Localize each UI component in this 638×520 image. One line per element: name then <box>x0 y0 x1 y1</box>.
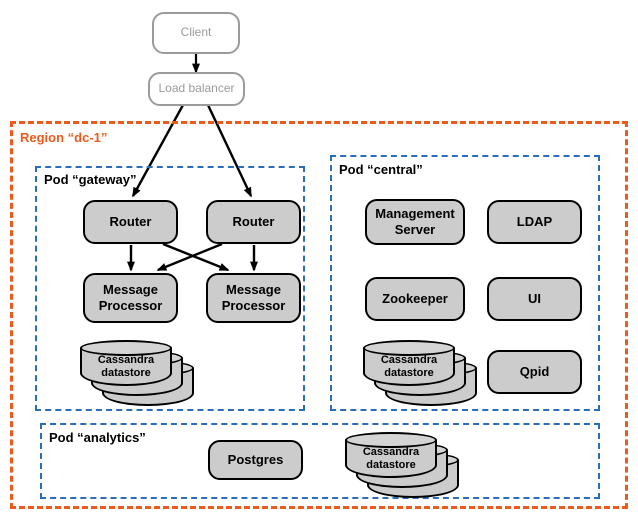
cassandra-central-label: Cassandra datastore <box>380 354 438 380</box>
node-zookeeper[interactable]: Zookeeper <box>365 277 465 321</box>
pod-analytics <box>40 423 600 499</box>
node-router-1[interactable]: Router <box>83 200 178 244</box>
cassandra-gateway-label: Cassandra datastore <box>97 354 155 380</box>
node-ldap[interactable]: LDAP <box>487 200 582 244</box>
node-qpid[interactable]: Qpid <box>487 350 582 394</box>
node-management-server-label: Management Server <box>375 205 455 237</box>
load-balancer-box[interactable]: Load balancer <box>148 72 245 106</box>
cassandra-central-layer-1 <box>363 340 455 386</box>
region-dc-1 <box>10 121 628 509</box>
datastore-cassandra-central[interactable]: Cassandra datastore <box>363 340 481 406</box>
node-message-processor-1[interactable]: Message Processor <box>83 273 178 323</box>
node-zookeeper-label: Zookeeper <box>382 290 448 306</box>
cassandra-analytics-label: Cassandra datastore <box>362 446 420 472</box>
node-ui[interactable]: UI <box>487 277 582 321</box>
pod-analytics-label: Pod “analytics” <box>49 430 146 445</box>
cassandra-analytics-layer-1 <box>345 432 437 478</box>
load-balancer-label: Load balancer <box>158 81 235 96</box>
node-router-2[interactable]: Router <box>206 200 301 244</box>
node-postgres-label: Postgres <box>227 451 284 467</box>
pod-gateway <box>35 166 305 411</box>
pod-central <box>330 155 600 411</box>
node-router-1-label: Router <box>109 213 152 229</box>
cassandra-gateway-layer-1 <box>80 340 172 386</box>
node-ldap-label: LDAP <box>516 213 553 229</box>
node-qpid-label: Qpid <box>519 363 550 379</box>
client-label: Client <box>180 25 212 40</box>
pod-gateway-label: Pod “gateway” <box>44 172 137 187</box>
pod-central-label: Pod “central” <box>339 162 423 177</box>
node-management-server[interactable]: Management Server <box>365 199 465 245</box>
node-router-2-label: Router <box>232 213 275 229</box>
datastore-cassandra-gateway[interactable]: Cassandra datastore <box>80 340 198 406</box>
node-message-processor-2-label: Message Processor <box>221 281 286 313</box>
client-box[interactable]: Client <box>152 12 240 54</box>
region-label: Region “dc-1” <box>20 130 108 145</box>
node-message-processor-2[interactable]: Message Processor <box>206 273 301 323</box>
node-message-processor-1-label: Message Processor <box>98 281 163 313</box>
node-ui-label: UI <box>528 290 541 306</box>
datastore-cassandra-analytics[interactable]: Cassandra datastore <box>345 432 463 498</box>
node-postgres[interactable]: Postgres <box>208 440 303 480</box>
